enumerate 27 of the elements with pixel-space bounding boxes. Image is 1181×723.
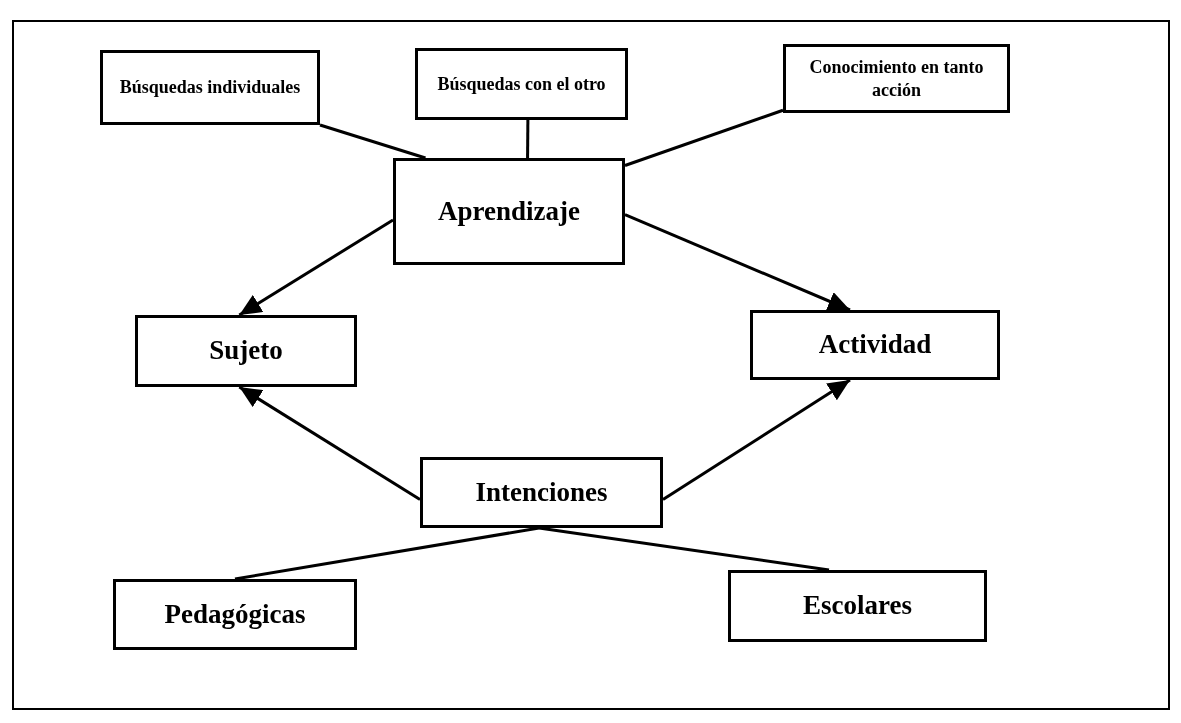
concept-box (100, 50, 320, 125)
concept-box (113, 579, 357, 650)
concept-box (420, 457, 663, 528)
connector-line (234, 526, 540, 581)
box-label: Escolares (803, 589, 912, 623)
arrow (238, 385, 421, 501)
box-label: Conocimiento en tanto acción (808, 56, 985, 101)
connector-line (538, 526, 830, 572)
concept-box (135, 315, 357, 387)
connector-line (526, 120, 530, 158)
concept-box (415, 48, 628, 120)
box-label: Actividad (818, 328, 932, 362)
concept-box (783, 44, 1010, 113)
connector-line (319, 123, 426, 160)
concept-box (393, 158, 625, 265)
arrow (662, 378, 851, 501)
box-label: Búsquedas individuales (119, 76, 301, 99)
concept-box (750, 310, 1000, 380)
box-label: Sujeto (209, 334, 283, 368)
arrow (238, 218, 394, 317)
arrow (624, 213, 851, 312)
box-label: Pedagógicas (164, 597, 306, 631)
box-label: Aprendizaje (438, 194, 580, 228)
concept-box (728, 570, 987, 642)
box-label: Intenciones (475, 475, 608, 509)
connector-line (624, 108, 784, 167)
box-label: Búsquedas con el otro (437, 72, 606, 96)
